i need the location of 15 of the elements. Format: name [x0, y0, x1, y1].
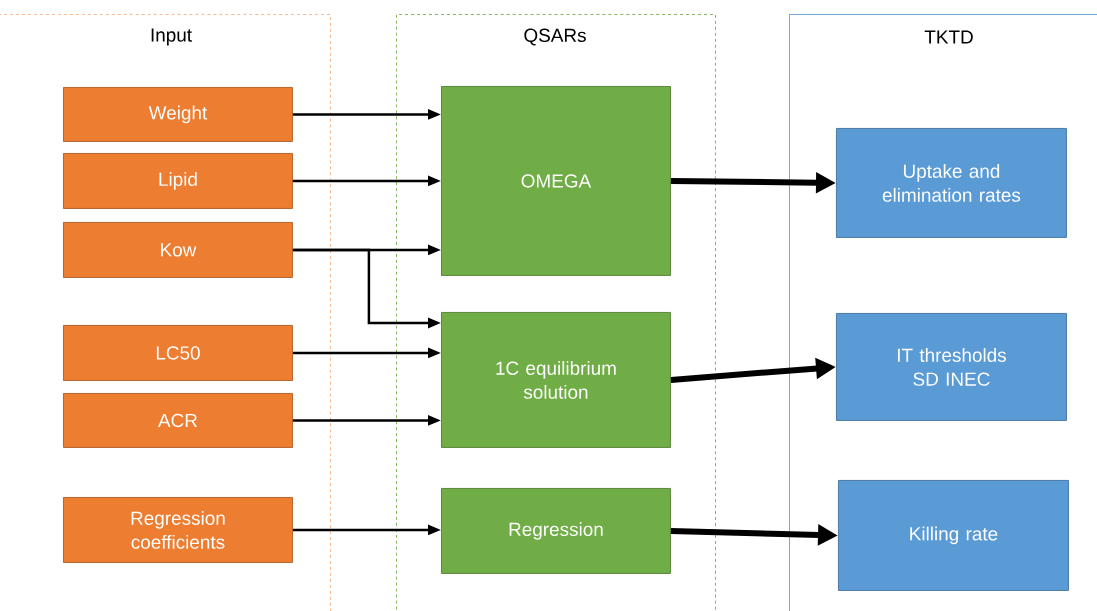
process-box: 1C equilibrium solution	[441, 312, 671, 448]
process-box: Weight	[63, 87, 293, 142]
process-box: LC50	[63, 325, 293, 381]
group-title: QSARs	[524, 28, 586, 46]
process-box: Lipid	[63, 153, 293, 209]
process-box: Kow	[63, 222, 293, 278]
process-box: Uptake and elimination rates	[836, 128, 1067, 238]
process-box: ACR	[63, 393, 293, 448]
process-box: Killing rate	[838, 480, 1069, 591]
process-box: Regression coefficients	[63, 497, 293, 563]
process-box: OMEGA	[441, 86, 671, 276]
group-title: Input	[151, 28, 192, 46]
group-title: TKTD	[924, 30, 973, 44]
process-box: Regression	[441, 488, 671, 574]
process-box: IT thresholds SD INEC	[836, 313, 1067, 421]
